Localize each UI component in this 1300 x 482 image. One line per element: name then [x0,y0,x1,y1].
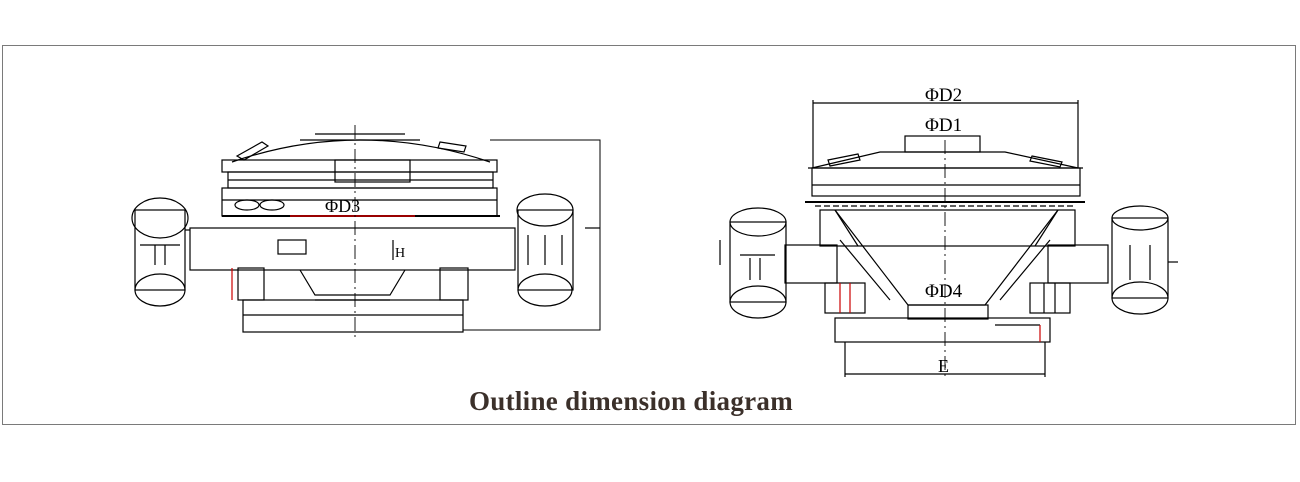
d1-label: ΦD1 [925,115,962,136]
d3-label: ΦD3 [325,196,360,216]
h-label: H [395,246,405,261]
e-label: E [938,356,949,376]
diagram-frame [2,45,1296,425]
d2-label: ΦD2 [925,85,962,106]
right-front-view: ΦD2 ΦD1 ΦD4 [719,85,1178,378]
d4-label: ΦD4 [925,281,963,302]
diagram-caption: Outline dimension diagram [0,386,1300,417]
caption-text: Outline dimension diagram [468,386,794,416]
left-side-view: ΦD3 H [131,125,601,340]
